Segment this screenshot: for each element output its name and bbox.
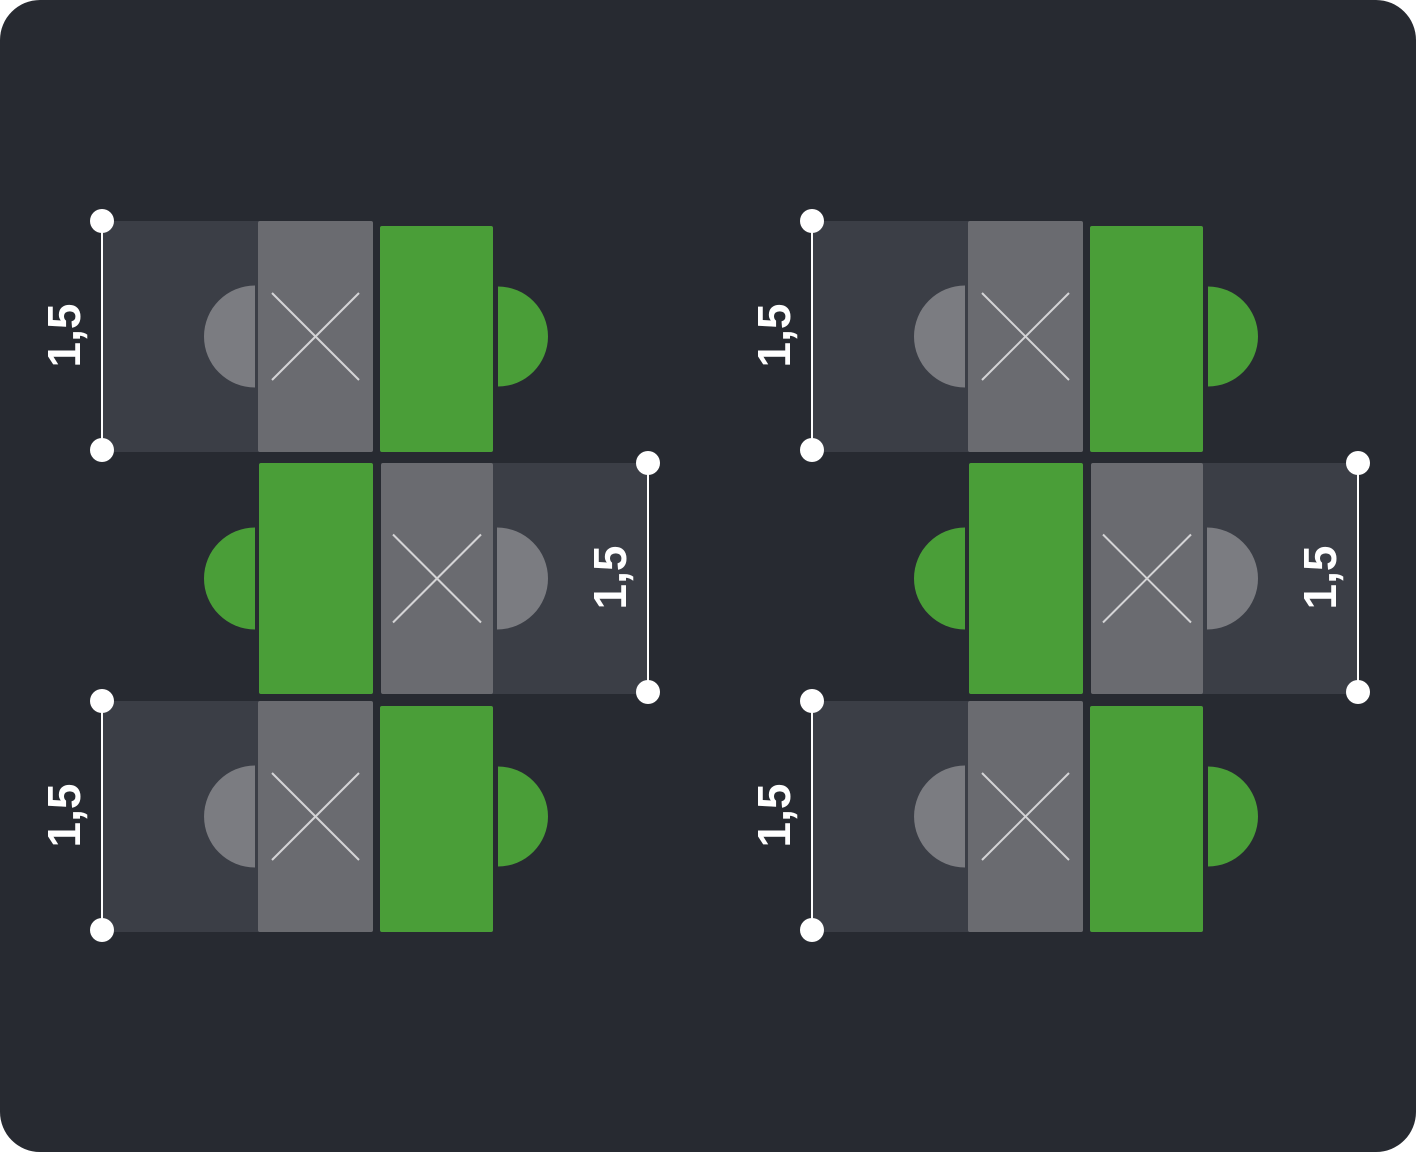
cross-line <box>981 292 1070 381</box>
workstation-right: 1,5 <box>204 451 660 704</box>
active-desk <box>380 226 493 452</box>
active-chair-icon <box>498 286 548 387</box>
blocked-chair-icon <box>204 765 255 868</box>
active-desk <box>1090 226 1203 452</box>
dimension-dot-icon <box>636 680 660 704</box>
dimension-dot-icon <box>90 918 114 942</box>
layouts-group: 1,5 1,5 1,5 1,5 1,5 1,5 <box>38 209 1370 942</box>
active-desk <box>1090 706 1203 932</box>
blocked-chair-icon <box>497 527 548 630</box>
active-desk <box>969 463 1083 694</box>
workstation-right: 1,5 <box>914 451 1370 704</box>
workstation-left: 1,5 <box>748 209 1258 462</box>
blocked-chair-icon <box>914 285 965 388</box>
blocked-chair-icon <box>914 765 965 868</box>
dimension-marker: 1,5 <box>748 689 824 942</box>
dimension-dot-icon <box>800 918 824 942</box>
dimension-dot-icon <box>636 451 660 475</box>
active-chair-icon <box>1208 286 1258 387</box>
dimension-dot-icon <box>800 689 824 713</box>
workstation-left: 1,5 <box>38 209 548 462</box>
active-chair-icon <box>204 527 255 630</box>
dimension-label: 1,5 <box>584 546 636 610</box>
workstation-left: 1,5 <box>38 689 548 942</box>
active-desk <box>380 706 493 932</box>
blocked-chair-icon <box>1207 527 1258 630</box>
cross-line <box>1102 533 1192 624</box>
dimension-marker: 1,5 <box>38 689 114 942</box>
active-chair-icon <box>914 527 965 630</box>
layout-right: 1,5 1,5 1,5 <box>748 209 1370 942</box>
dimension-marker: 1,5 <box>38 209 114 462</box>
dimension-marker: 1,5 <box>584 451 660 704</box>
active-chair-icon <box>498 766 548 867</box>
cross-line <box>271 772 360 861</box>
dimension-dot-icon <box>800 438 824 462</box>
layout-left: 1,5 1,5 1,5 <box>38 209 660 942</box>
dimension-label: 1,5 <box>1294 546 1346 610</box>
dimension-dot-icon <box>1346 451 1370 475</box>
dimension-dot-icon <box>800 209 824 233</box>
dimension-label: 1,5 <box>38 784 90 848</box>
active-chair-icon <box>1208 766 1258 867</box>
dimension-dot-icon <box>90 209 114 233</box>
dimension-dot-icon <box>90 689 114 713</box>
dimension-marker: 1,5 <box>748 209 824 462</box>
cross-icon <box>392 533 482 624</box>
blocked-chair-icon <box>204 285 255 388</box>
dimension-dot-icon <box>90 438 114 462</box>
dimension-label: 1,5 <box>748 784 800 848</box>
dimension-dot-icon <box>1346 680 1370 704</box>
active-desk <box>259 463 373 694</box>
cross-icon <box>981 292 1070 381</box>
dimension-label: 1,5 <box>38 304 90 368</box>
cross-line <box>271 292 360 381</box>
workstation-left: 1,5 <box>748 689 1258 942</box>
cross-line <box>981 772 1070 861</box>
dimension-marker: 1,5 <box>1294 451 1370 704</box>
dimension-label: 1,5 <box>748 304 800 368</box>
cross-icon <box>271 292 360 381</box>
cross-line <box>392 533 482 624</box>
cross-icon <box>981 772 1070 861</box>
cross-icon <box>1102 533 1192 624</box>
cross-icon <box>271 772 360 861</box>
